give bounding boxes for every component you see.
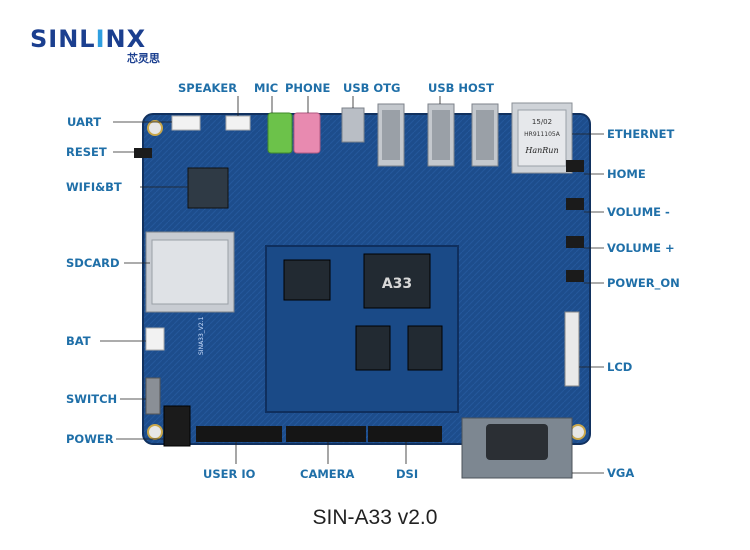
dsi-header: [368, 426, 442, 442]
label-user-io: USER IO: [203, 467, 256, 481]
ethernet-brand: HanRun: [524, 146, 558, 155]
switch-component: [145, 377, 161, 415]
volume-minus-header: [566, 198, 584, 210]
bat-connector: [145, 327, 165, 351]
label-lcd: LCD: [607, 360, 633, 374]
board-silk: SINA33_V2.1: [198, 316, 205, 355]
user-io-header: [196, 426, 282, 442]
power-on-header: [566, 270, 584, 282]
mount-hole: [147, 120, 163, 136]
reset-header: [134, 148, 152, 158]
label-mic: MIC: [254, 81, 279, 95]
logo-chinese: 芯灵思: [127, 53, 160, 65]
label-vga: VGA: [607, 466, 635, 480]
label-switch: SWITCH: [66, 392, 118, 406]
volume-plus-header: [566, 236, 584, 248]
phone-jack: [293, 112, 321, 154]
speaker-connector: [225, 115, 251, 131]
wifi-module: [187, 167, 229, 209]
camera-header: [286, 426, 366, 442]
label-wifi-bt: WIFI&BT: [66, 180, 122, 194]
label-reset: RESET: [66, 145, 107, 159]
lcd-connector: [564, 311, 580, 387]
power-jack: [163, 405, 191, 447]
ethernet-date: 15/02: [532, 118, 552, 126]
mount-hole: [147, 424, 163, 440]
label-bat: BAT: [66, 334, 91, 348]
mic-jack: [267, 112, 293, 154]
soc-label: A33: [382, 276, 412, 292]
label-phone: PHONE: [285, 81, 331, 95]
soc-chip: [363, 253, 431, 309]
label-usb-otg: USB OTG: [343, 81, 401, 95]
label-power-on: POWER_ON: [607, 276, 680, 290]
label-ethernet: ETHERNET: [607, 127, 675, 141]
caption: SIN-A33 v2.0: [312, 506, 438, 529]
sinlinx-logo: SINLINX 芯灵思: [30, 26, 170, 66]
label-uart: UART: [67, 115, 102, 129]
label-volume-minus: VOLUME -: [607, 205, 670, 219]
label-usb-host: USB HOST: [428, 81, 494, 95]
logo-wordmark: SINLINX: [30, 25, 147, 53]
label-sdcard: SDCARD: [66, 256, 120, 270]
uart-connector: [171, 115, 201, 131]
mount-hole: [570, 424, 586, 440]
label-dsi: DSI: [396, 467, 419, 481]
leader-lines: [100, 96, 604, 474]
ram-chip-1: [355, 325, 391, 371]
usb-otg-port: [341, 107, 365, 143]
pmic-chip: [283, 259, 331, 301]
label-volume-plus: VOLUME +: [607, 241, 675, 255]
label-power: POWER: [66, 432, 114, 446]
label-camera: CAMERA: [300, 467, 355, 481]
ethernet-code: HR911105A: [524, 131, 561, 138]
label-home: HOME: [607, 167, 646, 181]
ram-chip-2: [407, 325, 443, 371]
home-header: [566, 160, 584, 172]
label-speaker: SPEAKER: [178, 81, 238, 95]
